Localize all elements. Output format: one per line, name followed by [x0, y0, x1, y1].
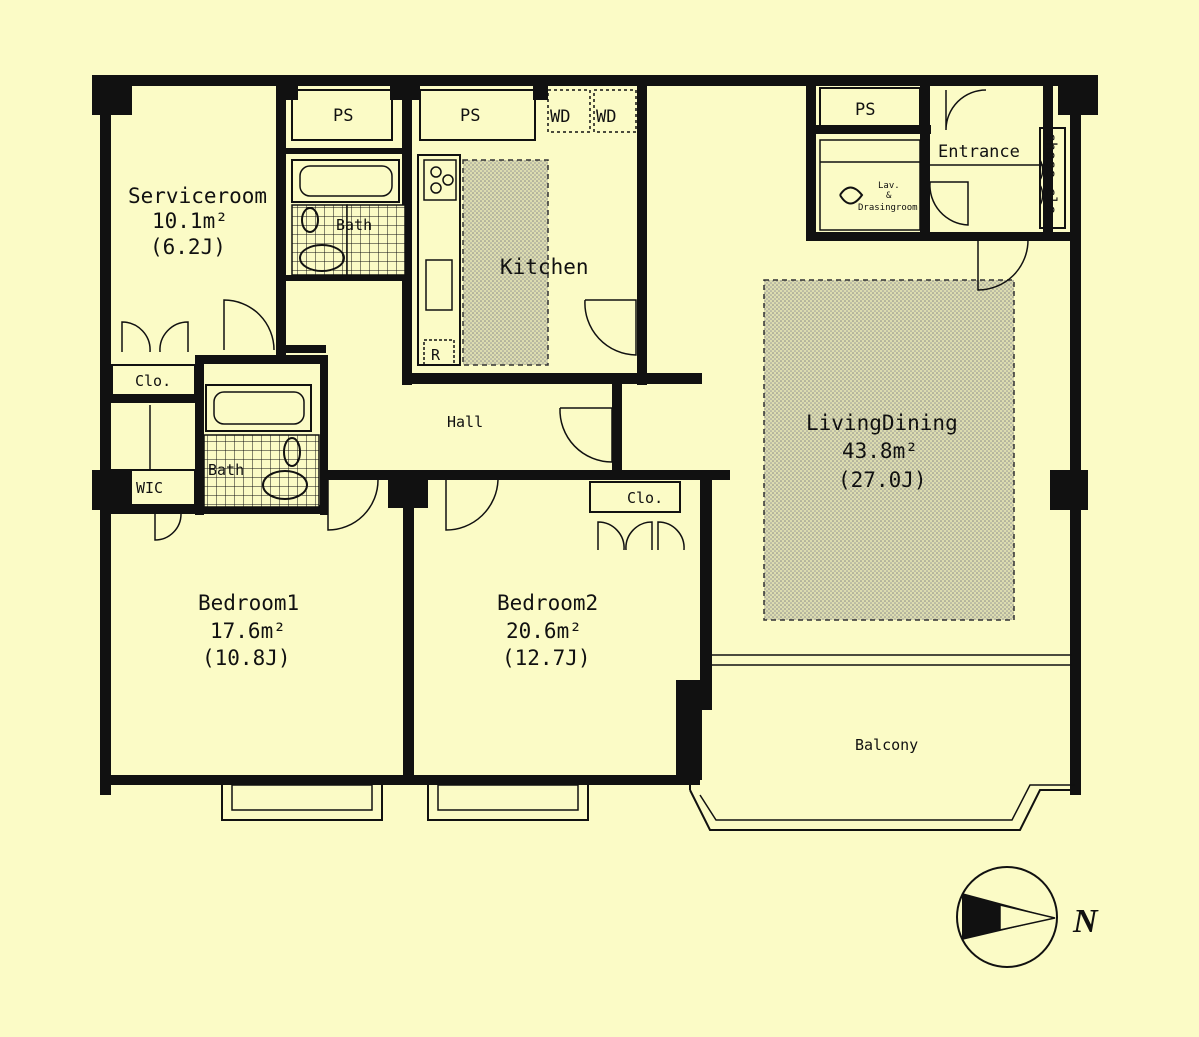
- closet-label-2: Clo.: [627, 489, 663, 507]
- lav-label-1: Lav.: [878, 181, 900, 191]
- labels: Serviceroom 10.1m² (6.2J) Kitchen Living…: [128, 100, 1060, 754]
- compass: N: [956, 866, 1099, 968]
- wd-label-2: WD: [596, 107, 616, 127]
- utility-boxes: [291, 87, 921, 141]
- kitchen-fixtures: [417, 154, 549, 366]
- bedroom2-name: Bedroom2: [497, 591, 598, 615]
- serviceroom-area: 10.1m²: [152, 209, 228, 233]
- bath-label-1: Bath: [336, 216, 372, 234]
- bath-2: [203, 384, 320, 508]
- closets: [111, 127, 1066, 513]
- bath-1: [291, 159, 406, 276]
- fridge-label: R: [431, 346, 441, 364]
- living-name: LivingDining: [806, 411, 958, 435]
- living-area-shading: [763, 279, 1015, 621]
- wic-label: WIC: [136, 479, 163, 497]
- compass-north-label: N: [1072, 903, 1099, 940]
- interior-walls: [100, 75, 1071, 780]
- balcony-name: Balcony: [855, 736, 918, 754]
- closet-label-1: Clo.: [135, 372, 171, 390]
- outer-walls: [92, 75, 1098, 795]
- serviceroom-name: Serviceroom: [128, 184, 267, 208]
- hall-name: Hall: [447, 413, 483, 431]
- bedroom1-jo: (10.8J): [202, 646, 291, 670]
- ps-label-3: PS: [855, 100, 875, 120]
- ps-label-2: PS: [460, 106, 480, 126]
- bedroom2-jo: (12.7J): [502, 646, 591, 670]
- entrance-name: Entrance: [938, 142, 1020, 162]
- living-jo: (27.0J): [838, 468, 927, 492]
- windows: [221, 654, 1075, 831]
- kitchen-name: Kitchen: [500, 255, 589, 279]
- doors: [121, 89, 1044, 551]
- serviceroom-jo: (6.2J): [150, 235, 226, 259]
- ps-label-1: PS: [333, 106, 353, 126]
- bedroom2-area: 20.6m²: [506, 619, 582, 643]
- lav-fixtures: [819, 139, 1045, 231]
- living-area: 43.8m²: [842, 439, 918, 463]
- shoe-closet-label: shose clo.: [1042, 133, 1060, 223]
- lav-label-2: &: [886, 191, 892, 201]
- bath-label-2: Bath: [208, 461, 244, 479]
- lav-label-3: Drasingroom: [858, 203, 918, 213]
- bedroom1-name: Bedroom1: [198, 591, 299, 615]
- wd-label-1: WD: [550, 107, 570, 127]
- bedroom1-area: 17.6m²: [210, 619, 286, 643]
